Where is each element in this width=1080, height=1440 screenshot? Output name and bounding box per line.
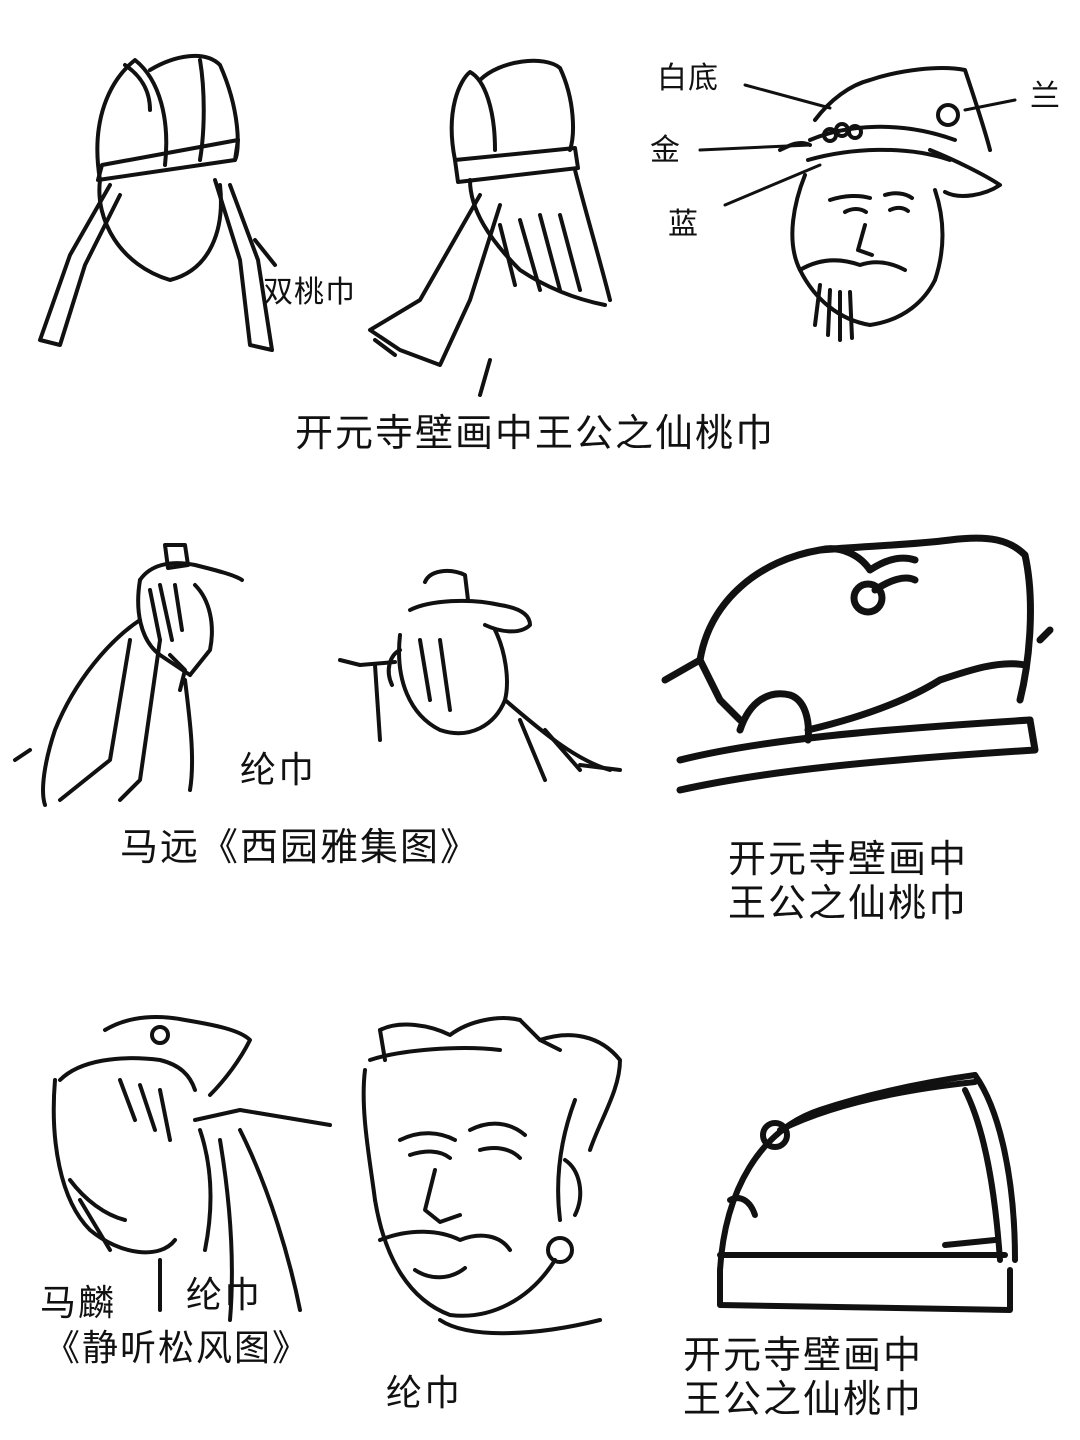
- label-bai-di: 白底: [657, 61, 719, 96]
- caption-row2-kaiyuan-line1: 开元寺壁画中: [728, 837, 969, 881]
- caption-row3-jingting: 《静听松风图》: [44, 1328, 311, 1369]
- caption-row2-mayuan: 马远《西园雅集图》: [120, 825, 481, 869]
- caption-row2-kaiyuan-line2: 王公之仙桃巾: [728, 880, 969, 925]
- caption-row2-lunjin: 纶巾: [240, 750, 317, 791]
- caption-row1-kaiyuan: 开元寺壁画中王公之仙桃巾: [295, 411, 776, 455]
- caption-row3-kaiyuan-line2: 王公之仙桃巾: [683, 1376, 924, 1421]
- caption-row3-malin: 马麟: [40, 1283, 117, 1324]
- peach-cap-outline-large: [661, 534, 1054, 794]
- man-face-wearing-lunjin: [361, 1016, 622, 1336]
- caption-row3-kaiyuan: 开元寺壁画中 王公之仙桃巾: [683, 1333, 924, 1421]
- label-lan-orchid: 兰: [1030, 79, 1061, 114]
- figure-wearing-lunjin-side: [13, 543, 244, 807]
- peach-cap-outline-small: [717, 1072, 1018, 1313]
- caption-row3-lunjin-left: 纶巾: [186, 1275, 263, 1316]
- double-peach-cap-front: [38, 53, 277, 352]
- caption-row2-kaiyuan: 开元寺壁画中 王公之仙桃巾: [728, 837, 969, 925]
- caption-row3-kaiyuan-line1: 开元寺壁画中: [683, 1333, 924, 1377]
- label-lan-blue: 蓝: [668, 207, 699, 242]
- figure-lunjin-back-malin: [51, 1015, 332, 1322]
- label-shuang-tao-jin: 双桃巾: [263, 275, 356, 310]
- peach-cap-back-with-streamers: [368, 58, 612, 397]
- figure-wearing-lunjin-back: [338, 568, 622, 782]
- annotation-leader-lines: [698, 83, 1017, 207]
- label-jin: 金: [650, 133, 681, 168]
- caption-row3-lunjin-mid: 纶巾: [386, 1373, 463, 1414]
